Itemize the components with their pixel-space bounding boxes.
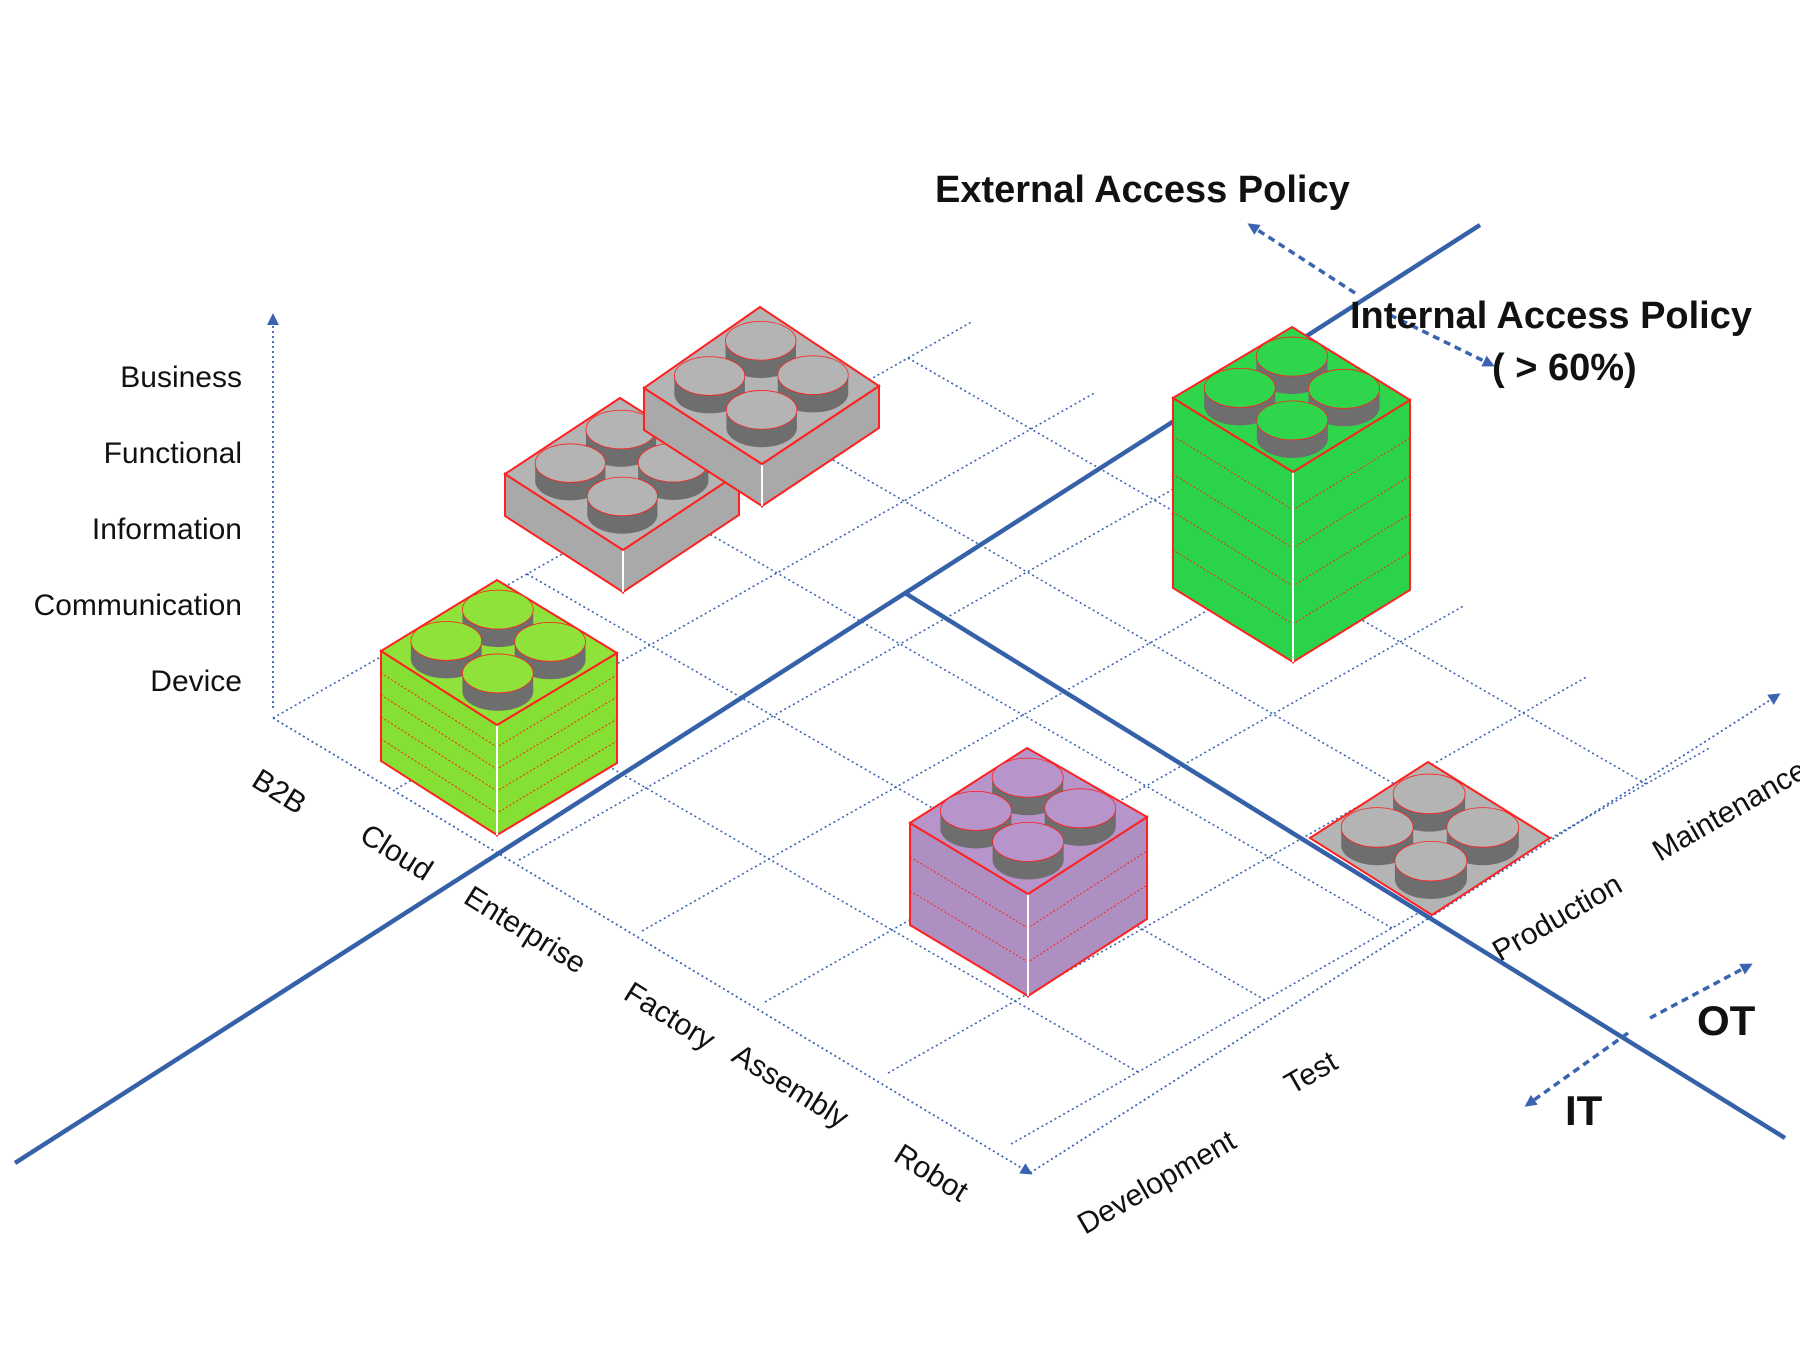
external-access-policy-label: External Access Policy — [935, 169, 1350, 211]
stud-top — [1340, 807, 1414, 848]
grid-line — [395, 392, 1095, 790]
domain-label-b2b: B2B — [246, 763, 312, 821]
stud-top — [725, 320, 797, 361]
it-direction-arrow — [1524, 1031, 1630, 1107]
layer-label-device: Device — [150, 665, 242, 698]
lifecycle-axis-arrow — [1029, 693, 1781, 1174]
stud-top — [940, 790, 1012, 831]
stud-top — [992, 821, 1065, 862]
grid-line — [1010, 747, 1710, 1145]
stud-top — [1203, 368, 1276, 408]
stud-top — [991, 757, 1064, 798]
grid-line — [887, 676, 1587, 1074]
lifecycle-label-maintenance: Maintenance — [1647, 754, 1800, 868]
lego-blocks — [379, 305, 1552, 998]
layer-label-business: Business — [120, 361, 242, 394]
domain-label-cloud: Cloud — [354, 818, 438, 888]
axes — [267, 313, 1781, 1175]
stud-top — [1044, 788, 1117, 829]
layer-label-functional: Functional — [104, 437, 242, 470]
stud-top — [1256, 400, 1329, 441]
domain-label-enterprise: Enterprise — [458, 880, 591, 980]
ot-zone-label: OT — [1697, 997, 1756, 1044]
internal-policy-arrow — [1389, 313, 1495, 367]
external-policy-arrow — [1247, 223, 1356, 295]
grid-line — [399, 645, 1139, 1073]
stud-top — [410, 621, 483, 661]
layer-label-communication: Communication — [34, 589, 242, 622]
internal-access-policy-note: ( > 60%) — [1492, 347, 1637, 389]
stud-top — [462, 653, 534, 694]
green-block — [1171, 325, 1412, 664]
block-top-face — [908, 746, 1149, 896]
it-zone-label: IT — [1565, 1087, 1603, 1134]
stud-top — [534, 443, 606, 483]
domain-label-assembly: Assembly — [726, 1038, 854, 1135]
stud-top — [1255, 336, 1328, 377]
grid-line — [518, 463, 1218, 861]
block-top-face — [1171, 325, 1412, 474]
ot-direction-arrow — [1649, 963, 1753, 1020]
domain-label-robot: Robot — [888, 1138, 974, 1209]
stud-top — [1446, 807, 1520, 848]
block-top-face — [1308, 760, 1552, 917]
block-top-face — [642, 305, 881, 466]
stud-top — [725, 390, 798, 430]
lifecycle-label-development: Development — [1072, 1124, 1242, 1241]
stud-top — [1392, 773, 1466, 815]
purple-block — [908, 746, 1149, 998]
grid-line — [653, 501, 1393, 929]
gray-block-large — [642, 305, 881, 508]
domain-axis-labels: B2B Cloud Enterprise Factory Assembly Ro… — [246, 763, 974, 1209]
domain-axis-arrow — [272, 717, 1033, 1175]
stud-top — [514, 621, 586, 662]
lifecycle-label-test: Test — [1279, 1045, 1344, 1101]
block-top-face — [379, 578, 619, 727]
grid-line — [641, 534, 1341, 932]
flat-gray-block — [1308, 760, 1552, 917]
layer-axis-labels: Business Functional Information Communic… — [34, 361, 242, 698]
layer-label-information: Information — [92, 513, 242, 546]
stud-top — [1394, 840, 1468, 882]
stud-top — [586, 476, 658, 517]
light-green-block — [379, 578, 619, 837]
lifecycle-label-production: Production — [1487, 868, 1628, 968]
domain-label-factory: Factory — [618, 976, 720, 1057]
stud-top — [777, 355, 849, 395]
external-internal-divider-line — [903, 591, 1787, 1140]
stud-top — [673, 356, 746, 396]
grid-line — [526, 573, 1266, 1001]
stud-top — [462, 589, 534, 630]
stud-top — [1308, 368, 1380, 409]
internal-access-policy-label: Internal Access Policy — [1350, 295, 1752, 337]
